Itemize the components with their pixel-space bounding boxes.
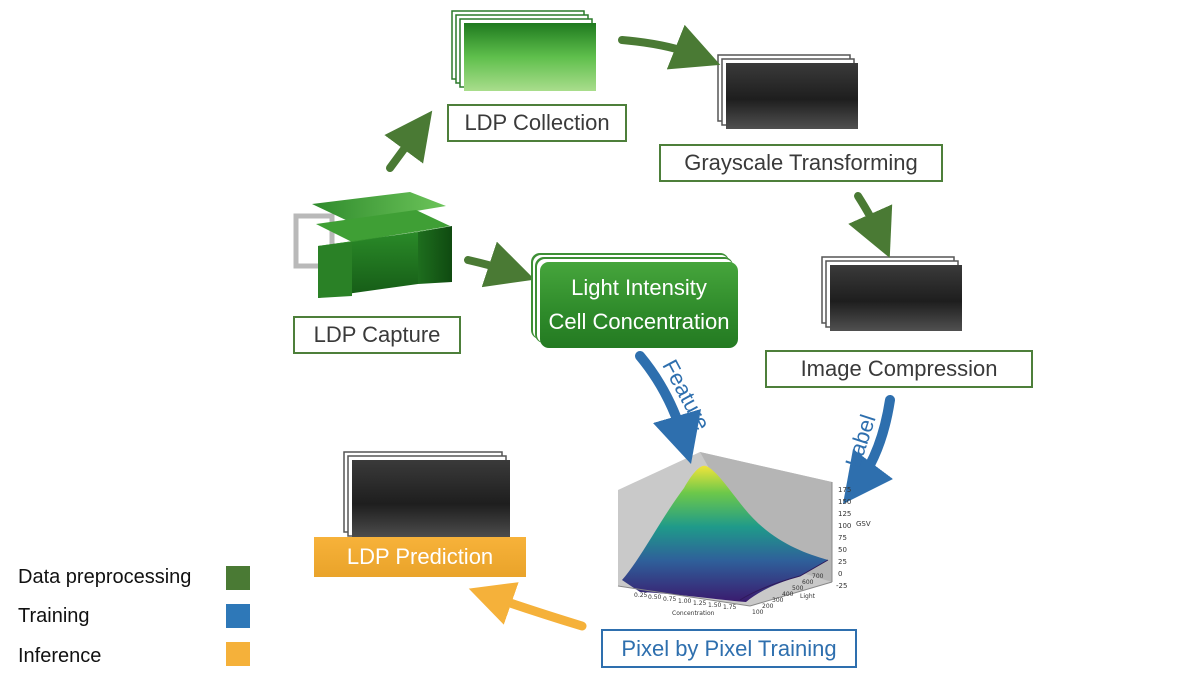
- z-tick: 50: [838, 546, 847, 554]
- image-compression-box: Image Compression: [765, 350, 1033, 388]
- x-tick: 0.50: [648, 594, 662, 601]
- arrow-capture-to-features: [464, 241, 535, 288]
- pixel-training-box: Pixel by Pixel Training: [601, 629, 857, 668]
- x-tick: 1.00: [678, 598, 692, 605]
- capture-device-icon: [293, 192, 452, 298]
- ldp-collection-label: LDP Collection: [464, 110, 610, 135]
- z-tick: 125: [838, 510, 851, 518]
- y-tick: 600: [802, 579, 814, 586]
- y-tick: 400: [782, 591, 794, 598]
- features-box: Light Intensity Cell Concentration: [540, 262, 738, 348]
- grayscale-transforming-box: Grayscale Transforming: [659, 144, 943, 182]
- surface-x-ticks: 0.25 0.50 0.75 1.00 1.25 1.50 1.75 Conce…: [634, 592, 737, 617]
- z-tick: 175: [838, 486, 851, 494]
- ldp-prediction-box: LDP Prediction: [314, 537, 526, 577]
- arrow-feature: [635, 351, 701, 464]
- z-tick: 25: [838, 558, 847, 566]
- grayscale-images-stack: [717, 54, 858, 129]
- grayscale-transforming-label: Grayscale Transforming: [684, 150, 918, 175]
- surface-plot: [617, 452, 833, 607]
- training-arrows: [635, 351, 895, 505]
- z-tick: 0: [838, 570, 842, 578]
- surface-y-ticks: 700 600 500 400 300 200 100 Light: [752, 573, 824, 616]
- surface-z-ticks: 175 150 125 100 75 50 25 0 -25 GSV: [836, 486, 871, 590]
- legend-preprocessing-swatch: [226, 566, 250, 590]
- z-tick: 75: [838, 534, 847, 542]
- compressed-images-stack: [821, 256, 962, 331]
- feature-light-intensity: Light Intensity: [571, 275, 707, 300]
- pixel-training-label: Pixel by Pixel Training: [621, 635, 837, 661]
- y-tick: 700: [812, 573, 824, 580]
- preprocessing-arrows: [384, 24, 893, 288]
- y-tick: 300: [772, 597, 784, 604]
- arrow-label: [843, 395, 895, 505]
- x-axis-label: Concentration: [672, 610, 715, 617]
- legend-inference-text: Inference: [18, 645, 102, 667]
- ldp-capture-label: LDP Capture: [313, 322, 441, 347]
- feature-cell-concentration: Cell Concentration: [548, 309, 730, 334]
- z-axis-label: GSV: [856, 520, 871, 528]
- image-compression-label: Image Compression: [800, 356, 998, 381]
- y-tick: 500: [792, 585, 804, 592]
- z-tick: 150: [838, 498, 851, 506]
- legend-training-swatch: [226, 604, 250, 628]
- x-tick: 0.75: [663, 596, 677, 603]
- x-tick: 1.50: [708, 602, 722, 609]
- arrow-inference: [468, 582, 587, 631]
- predicted-images-stack: [343, 451, 510, 540]
- y-axis-label: Light: [800, 593, 816, 600]
- y-tick: 200: [762, 603, 774, 610]
- ldp-prediction-label: LDP Prediction: [346, 544, 494, 569]
- arrow-grayscale-to-compression: [848, 192, 893, 258]
- ldp-capture-box: LDP Capture: [293, 316, 461, 354]
- legend-inference-swatch: [226, 642, 250, 666]
- ldp-collection-box: LDP Collection: [447, 104, 627, 142]
- x-tick: 1.25: [693, 600, 707, 607]
- arrow-capture-to-collection: [384, 110, 433, 172]
- legend-preprocessing-text: Data preprocessing: [18, 566, 192, 588]
- z-tick: -25: [836, 582, 847, 590]
- legend-training-text: Training: [18, 605, 90, 627]
- y-tick: 100: [752, 609, 764, 616]
- arrow-collection-to-grayscale: [618, 24, 721, 70]
- collected-images-stack: [451, 10, 596, 91]
- x-tick: 0.25: [634, 592, 648, 599]
- z-tick: 100: [838, 522, 851, 530]
- x-tick: 1.75: [723, 604, 737, 611]
